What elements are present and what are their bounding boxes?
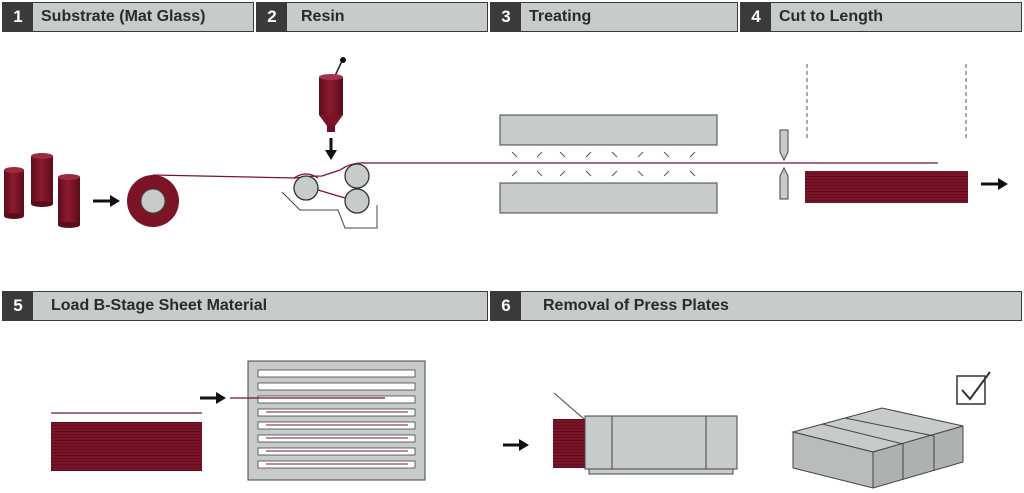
rollers (293, 163, 370, 214)
resin-nozzle (319, 57, 346, 132)
substrate-coil (127, 175, 179, 227)
step-5-number: 5 (3, 292, 33, 320)
step-1-header: 1 Substrate (Mat Glass) (2, 2, 254, 32)
b-stage-stack (51, 422, 202, 471)
step-5-header: 5 Load B-Stage Sheet Material (2, 291, 488, 321)
pressed-panel-stack (553, 392, 738, 475)
step-2-label: Resin (301, 8, 345, 25)
cutter-blades (779, 129, 789, 200)
step-4-number: 4 (741, 3, 771, 31)
step-6-label: Removal of Press Plates (543, 297, 729, 314)
step-1-number: 1 (3, 3, 33, 31)
resin-bath (281, 191, 378, 229)
step-1-label: Substrate (Mat Glass) (41, 8, 206, 25)
step-5-label: Load B-Stage Sheet Material (51, 297, 268, 314)
checkbox-check-icon (956, 371, 991, 405)
arrow-down-icon (325, 138, 337, 160)
step-3-header: 3 Treating (490, 2, 738, 32)
step-4-header: 4 Cut to Length (740, 2, 1022, 32)
step-3-label: Treating (529, 8, 592, 25)
arrow-right-icon (503, 439, 529, 451)
step-2-number: 2 (257, 3, 287, 31)
step-6-header: 6 Removal of Press Plates (490, 291, 1022, 321)
press-rack (247, 360, 426, 481)
step-4-label: Cut to Length (779, 8, 883, 25)
arrow-right-icon (981, 178, 1008, 190)
arrow-right-icon (200, 392, 226, 404)
arrow-right-icon (93, 195, 120, 207)
step-3-number: 3 (491, 3, 521, 31)
step-2-header: 2 Resin (256, 2, 488, 32)
substrate-rolls (4, 153, 80, 228)
treating-oven (499, 114, 718, 214)
step-6-number: 6 (491, 292, 521, 320)
cut-sheet-stack (805, 171, 968, 203)
finished-block (791, 407, 964, 489)
